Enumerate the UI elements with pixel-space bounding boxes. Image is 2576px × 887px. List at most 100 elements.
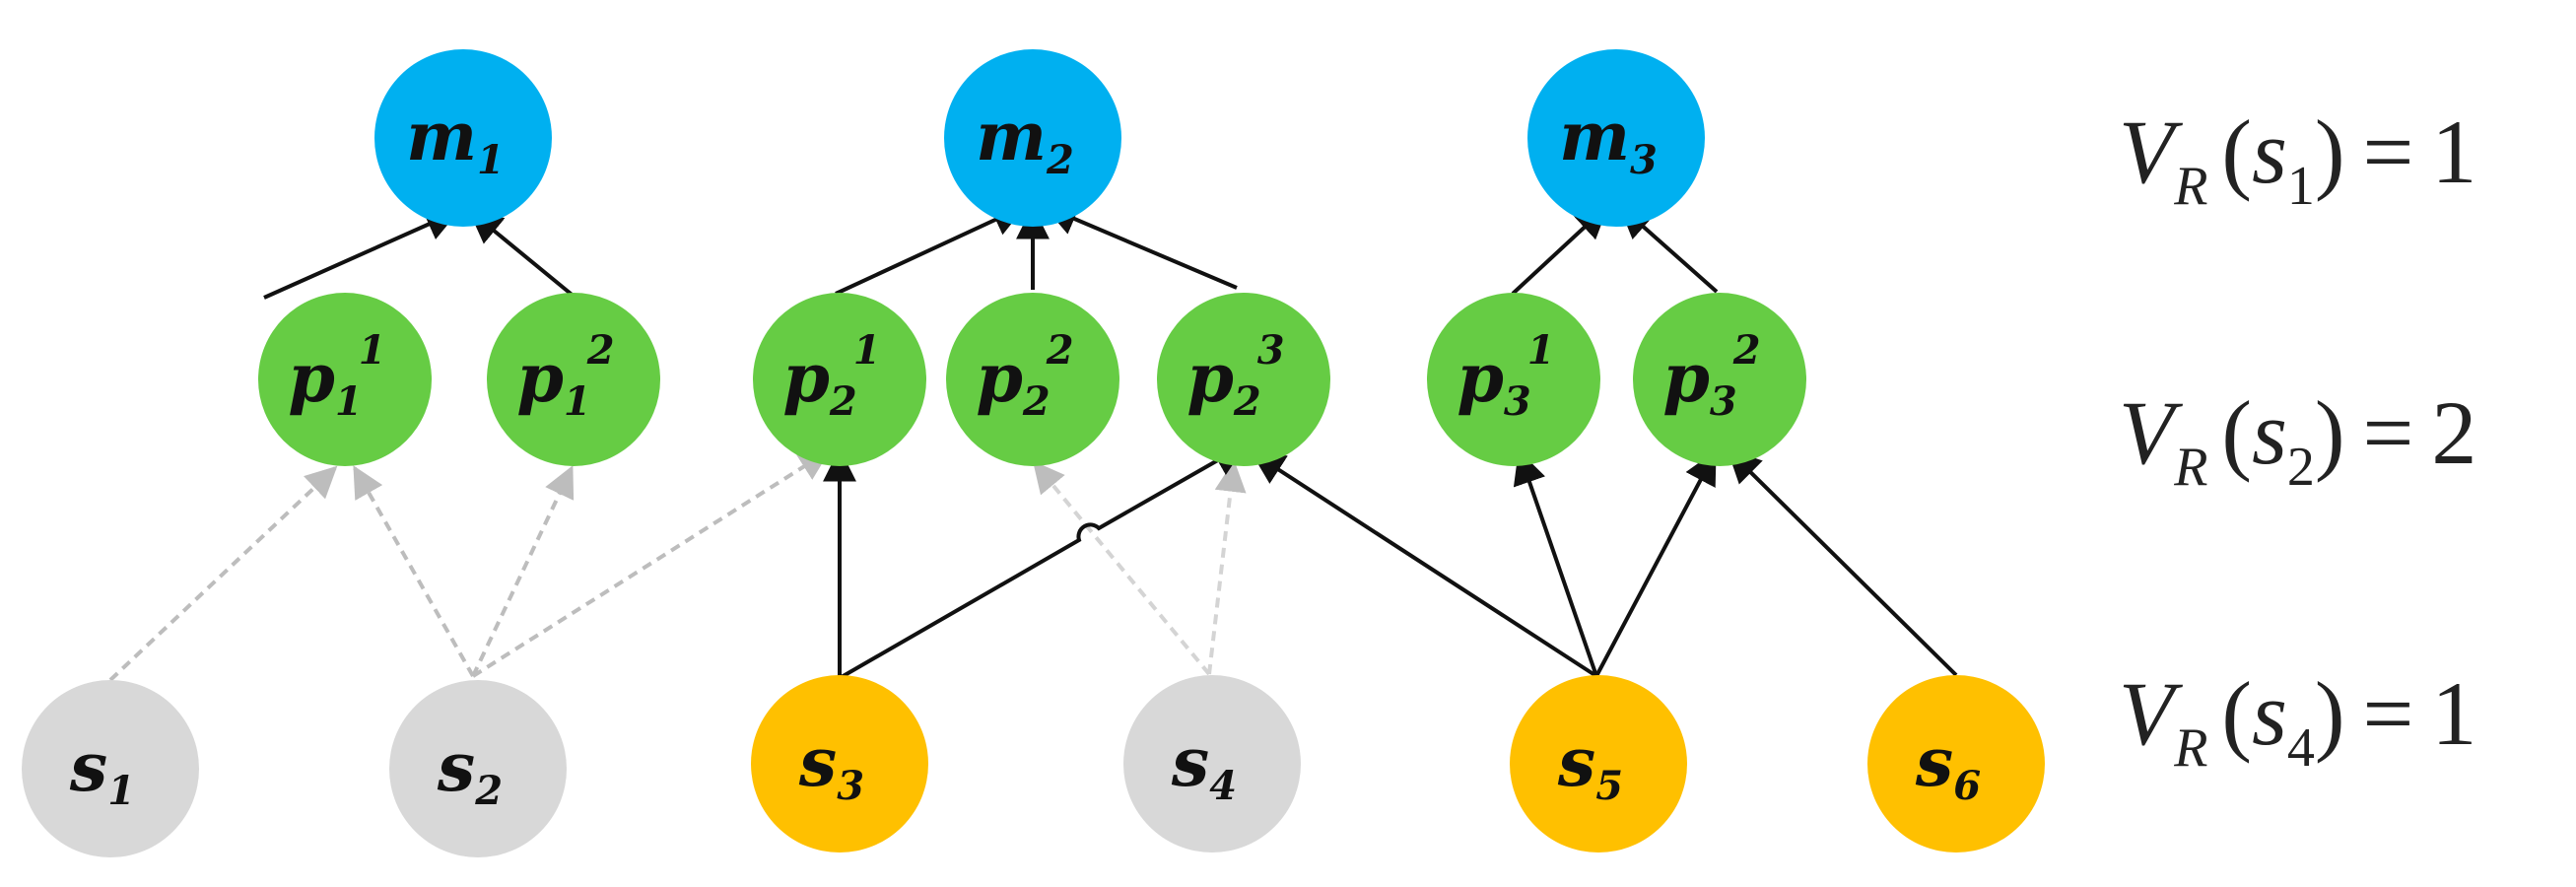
node-m1-label: m1 — [406, 98, 505, 183]
node-s3-circle — [751, 675, 928, 853]
node-s6: s6 — [1867, 675, 2045, 853]
node-p21-superscript: 1 — [853, 327, 881, 374]
node-p23: p23 — [1157, 293, 1330, 466]
equation-3-value: 1 — [2431, 663, 2476, 764]
equation-3-index: 4 — [2287, 717, 2315, 779]
node-s5-label: s5 — [1557, 723, 1623, 809]
equation-2-close-paren: ) — [2315, 382, 2345, 483]
node-p32-circle — [1633, 293, 1806, 466]
equation-3-close-paren: ) — [2315, 663, 2345, 764]
equation-2-value: 2 — [2431, 382, 2476, 483]
node-s2-label: s2 — [437, 728, 503, 814]
equation-2-R-subscript: R — [2173, 437, 2207, 498]
node-p31-subscript: 3 — [1504, 378, 1531, 425]
node-s1: s1 — [22, 680, 199, 857]
node-p31-circle — [1427, 293, 1600, 466]
edge-s6-p32 — [1727, 448, 1958, 677]
node-p22-label: p22 — [976, 327, 1073, 425]
node-s3-base: s — [798, 723, 837, 802]
equation-1-close-paren: ) — [2315, 102, 2345, 202]
node-p21-circle — [753, 293, 926, 466]
node-s6-circle — [1867, 675, 2045, 853]
node-p22-superscript: 2 — [1046, 327, 1074, 374]
equation-2-open-paren: ( — [2221, 382, 2252, 483]
equation-1-open-paren: ( — [2221, 102, 2252, 202]
node-s5-circle — [1510, 675, 1687, 853]
node-s4-base: s — [1171, 723, 1209, 802]
node-p22-circle — [946, 293, 1119, 466]
edge-s5-p32 — [1594, 449, 1717, 677]
node-m3-label: m3 — [1559, 98, 1658, 183]
node-p31-label: p31 — [1457, 327, 1554, 425]
node-p21-base: p — [782, 339, 830, 418]
edge-s3-p23 — [839, 444, 1247, 680]
node-p21-subscript: 2 — [829, 378, 857, 425]
equation-3-s: s — [2252, 663, 2287, 764]
node-p23-superscript: 3 — [1257, 327, 1285, 374]
node-s6-label: s6 — [1915, 723, 1981, 809]
node-p11-subscript: 1 — [335, 378, 363, 425]
node-p31-base: p — [1457, 339, 1504, 418]
node-s1-circle — [22, 680, 199, 857]
node-p12-label: p12 — [516, 327, 614, 425]
node-p22-subscript: 2 — [1022, 378, 1051, 425]
node-p22-base: p — [976, 339, 1023, 418]
edge-p21-m2 — [835, 204, 1027, 296]
node-p32-base: p — [1662, 339, 1710, 418]
node-p32: p32 — [1633, 293, 1806, 466]
node-p32-subscript: 3 — [1710, 378, 1737, 425]
node-p21-label: p21 — [782, 327, 880, 425]
edge-s5-p31 — [1513, 449, 1598, 677]
equation-3: VR(s4)=1 — [2119, 663, 2476, 779]
node-m2-subscript: 2 — [1046, 137, 1074, 183]
equations-panel: VR(s1)=1VR(s2)=2VR(s4)=1 — [2119, 102, 2476, 779]
node-p11-base: p — [288, 339, 335, 418]
equation-1-V: V — [2119, 102, 2184, 202]
equation-2: VR(s2)=2 — [2119, 382, 2476, 498]
node-p11-circle — [258, 293, 432, 466]
node-p23-circle — [1157, 293, 1330, 466]
node-m1-circle — [374, 49, 552, 227]
equation-1-R-subscript: R — [2173, 156, 2207, 217]
node-m3-base: m — [1559, 98, 1630, 176]
edge-s2-p12 — [471, 465, 575, 677]
equation-3-open-paren: ( — [2221, 663, 2252, 764]
equation-1-value: 1 — [2431, 102, 2476, 202]
node-m2-base: m — [976, 98, 1047, 176]
node-s4-label: s4 — [1171, 723, 1237, 809]
node-p31-superscript: 1 — [1527, 327, 1555, 374]
node-m1: m1 — [374, 49, 552, 227]
node-p32-superscript: 2 — [1732, 327, 1761, 374]
node-p31: p31 — [1427, 293, 1600, 466]
edges-layer — [108, 203, 1958, 682]
node-m3-subscript: 3 — [1630, 137, 1658, 183]
node-m2: m2 — [944, 49, 1121, 227]
edge-p12-m1 — [468, 209, 577, 300]
node-p21: p21 — [753, 293, 926, 466]
node-p23-subscript: 2 — [1233, 378, 1261, 425]
equation-2-index: 2 — [2287, 437, 2315, 498]
edge-p23-m2 — [1043, 203, 1238, 290]
node-s1-label: s1 — [69, 728, 135, 814]
node-p11-label: p11 — [288, 327, 385, 425]
node-s2: s2 — [389, 680, 567, 857]
edge-s2-p21 — [471, 449, 831, 678]
node-s5: s5 — [1510, 675, 1687, 853]
edge-p11-m1 — [263, 208, 460, 300]
node-p11: p11 — [258, 293, 432, 466]
edge-s4-p23 — [1207, 459, 1247, 675]
node-p12-superscript: 2 — [586, 327, 615, 374]
node-s5-base: s — [1557, 723, 1595, 802]
node-p32-label: p32 — [1662, 327, 1760, 425]
node-s6-base: s — [1915, 723, 1953, 802]
node-p22: p22 — [946, 293, 1119, 466]
node-p23-label: p23 — [1186, 327, 1284, 425]
node-s3: s3 — [751, 675, 928, 853]
node-s1-subscript: 1 — [107, 768, 135, 814]
equation-3-V: V — [2119, 663, 2184, 764]
node-s3-label: s3 — [798, 723, 864, 809]
node-p12: p12 — [487, 293, 660, 466]
equation-2-equals: = — [2363, 382, 2414, 483]
